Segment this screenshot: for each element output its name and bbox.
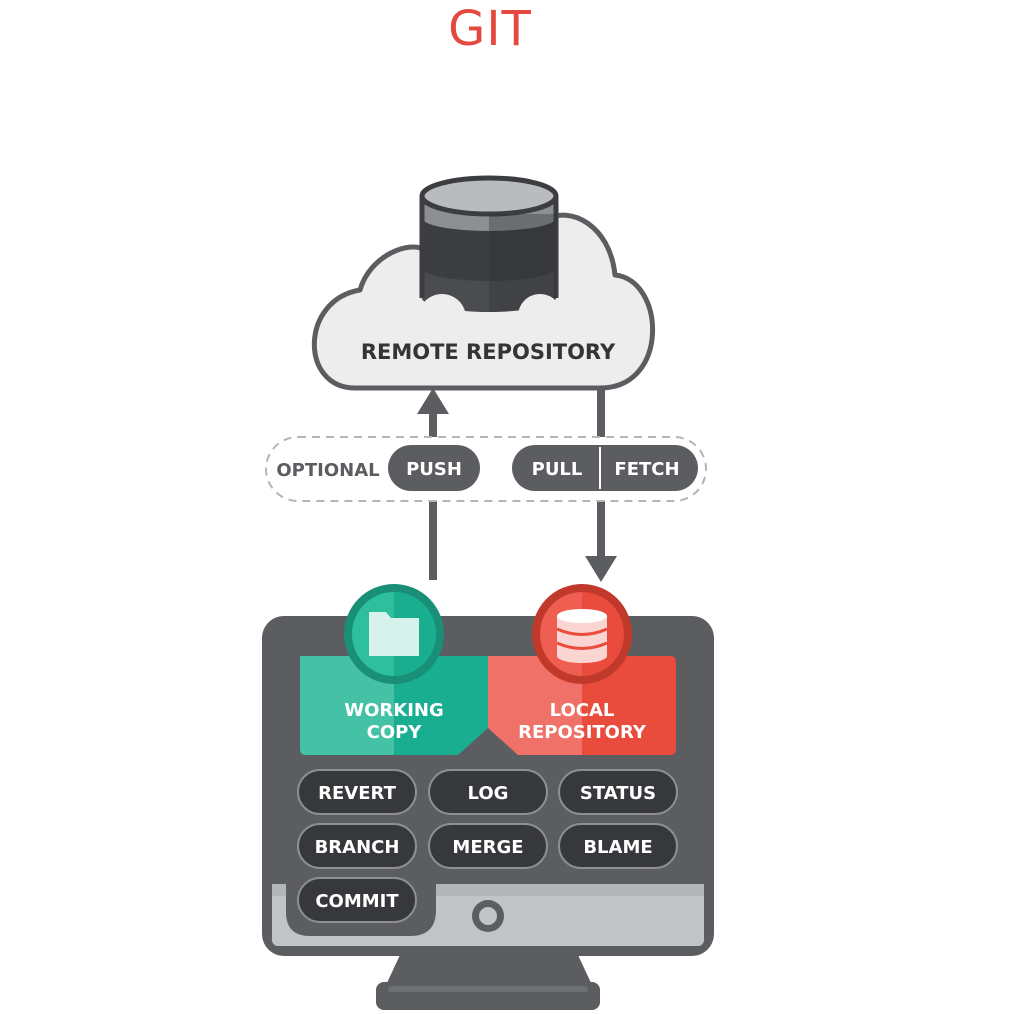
blame-button[interactable]: BLAME	[558, 823, 678, 869]
push-label: PUSH	[406, 459, 462, 480]
push-button[interactable]: PUSH	[388, 445, 480, 491]
local-database-icon	[556, 609, 608, 663]
revert-button[interactable]: REVERT	[297, 769, 417, 815]
local-repository-label-line1: LOCAL	[550, 700, 615, 721]
merge-label: MERGE	[452, 837, 523, 858]
pull-label: PULL	[532, 459, 583, 480]
log-button[interactable]: LOG	[428, 769, 548, 815]
working-copy-label-line1: WORKING	[344, 700, 444, 721]
working-copy-badge	[344, 584, 444, 684]
fetch-label: FETCH	[614, 459, 679, 480]
fetch-button[interactable]: FETCH	[600, 445, 698, 491]
remote-repository-label: REMOTE REPOSITORY	[361, 340, 616, 364]
pull-button[interactable]: PULL	[512, 445, 600, 491]
branch-button[interactable]: BRANCH	[297, 823, 417, 869]
page-title: GIT	[448, 1, 532, 57]
local-repository-panel: LOCAL REPOSITORY	[488, 656, 676, 755]
status-label: STATUS	[580, 783, 656, 804]
commit-label: COMMIT	[315, 891, 399, 912]
local-repository-badge	[532, 584, 632, 684]
merge-button[interactable]: MERGE	[428, 823, 548, 869]
branch-label: BRANCH	[315, 837, 400, 858]
pull-fetch-group	[512, 445, 698, 491]
local-repository-label-line2: REPOSITORY	[518, 722, 647, 743]
blame-label: BLAME	[583, 837, 652, 858]
optional-label: OPTIONAL	[276, 460, 379, 481]
working-copy-label-line2: COPY	[367, 722, 423, 743]
working-copy-panel: WORKING COPY	[300, 656, 488, 755]
folder-icon	[369, 612, 419, 656]
database-icon	[418, 175, 562, 342]
log-label: LOG	[468, 783, 509, 804]
panel-notch	[458, 728, 518, 755]
revert-label: REVERT	[318, 783, 396, 804]
status-button[interactable]: STATUS	[558, 769, 678, 815]
commit-button[interactable]: COMMIT	[297, 877, 417, 923]
